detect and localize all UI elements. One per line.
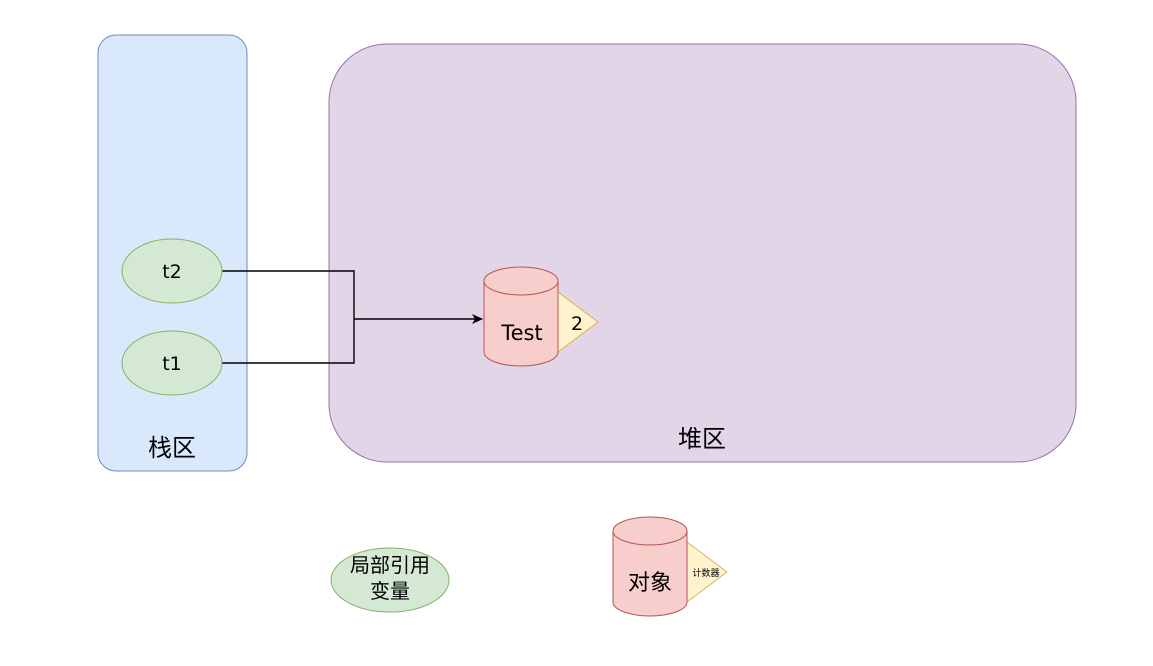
- object-test-cylinder-body: [483, 281, 559, 367]
- legend-reference-label-line1: 局部引用: [350, 553, 430, 577]
- reference-t1: t1: [121, 330, 223, 396]
- connector-t2: [222, 270, 355, 319]
- heap-region-label: 堆区: [678, 425, 726, 453]
- legend-object: 计数器 对象: [612, 516, 728, 617]
- object-test-label: Test: [500, 321, 542, 345]
- reference-t1-label: t1: [162, 353, 182, 375]
- legend-counter-label: 计数器: [692, 567, 719, 579]
- legend-object-cylinder-body: [612, 531, 688, 617]
- object-test-cylinder-top: [483, 266, 559, 296]
- legend-reference: 局部引用 变量: [330, 547, 450, 613]
- reference-connectors: [222, 270, 483, 364]
- reference-t1-ellipse: [121, 330, 223, 396]
- stack-region-label: 栈区: [148, 434, 196, 462]
- reference-t2-ellipse: [121, 238, 223, 304]
- legend-reference-ellipse: [330, 547, 450, 613]
- reference-t2: t2: [121, 238, 223, 304]
- heap-region: 堆区: [328, 43, 1077, 463]
- heap-region-box: [328, 43, 1077, 463]
- object-test-counter: 2: [571, 313, 583, 335]
- legend-reference-label-line2: 变量: [370, 579, 410, 603]
- legend-object-cylinder-top: [612, 516, 688, 546]
- legend-object-label: 对象: [628, 571, 672, 596]
- object-test: 2 Test: [483, 266, 599, 367]
- reference-t2-label: t2: [162, 261, 182, 283]
- connector-t1: [222, 319, 355, 364]
